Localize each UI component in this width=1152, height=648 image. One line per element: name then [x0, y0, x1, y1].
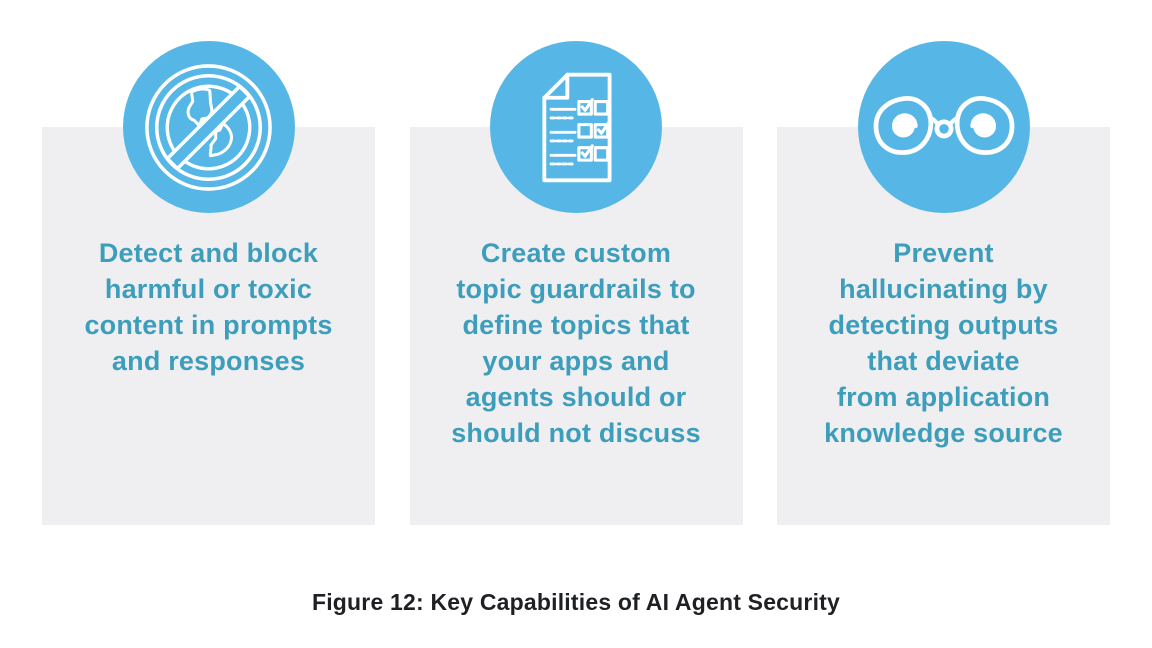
capability-text: Prevent hallucinating by detecting outpu…	[824, 238, 1063, 448]
capability-text: Detect and block harmful or toxic conten…	[84, 238, 333, 376]
icon-badge	[857, 41, 1030, 213]
capability-cards-row: Detect and block harmful or toxic conten…	[42, 41, 1110, 525]
icon-badge	[490, 41, 662, 213]
capability-card-prevent-hallucination: Prevent hallucinating by detecting outpu…	[777, 41, 1110, 525]
capability-text: Create custom topic guardrails to define…	[451, 238, 701, 448]
capability-card-topic-guardrails: Create custom topic guardrails to define…	[409, 41, 743, 525]
prohibited-globe-icon	[145, 63, 272, 191]
figure-caption: Figure 12: Key Capabilities of AI Agent …	[311, 589, 841, 615]
checklist-document-icon	[542, 72, 612, 182]
capability-card-detect-block: Detect and block harmful or toxic conten…	[42, 41, 375, 525]
spiral-glasses-icon	[873, 96, 1014, 155]
icon-badge	[122, 41, 295, 213]
